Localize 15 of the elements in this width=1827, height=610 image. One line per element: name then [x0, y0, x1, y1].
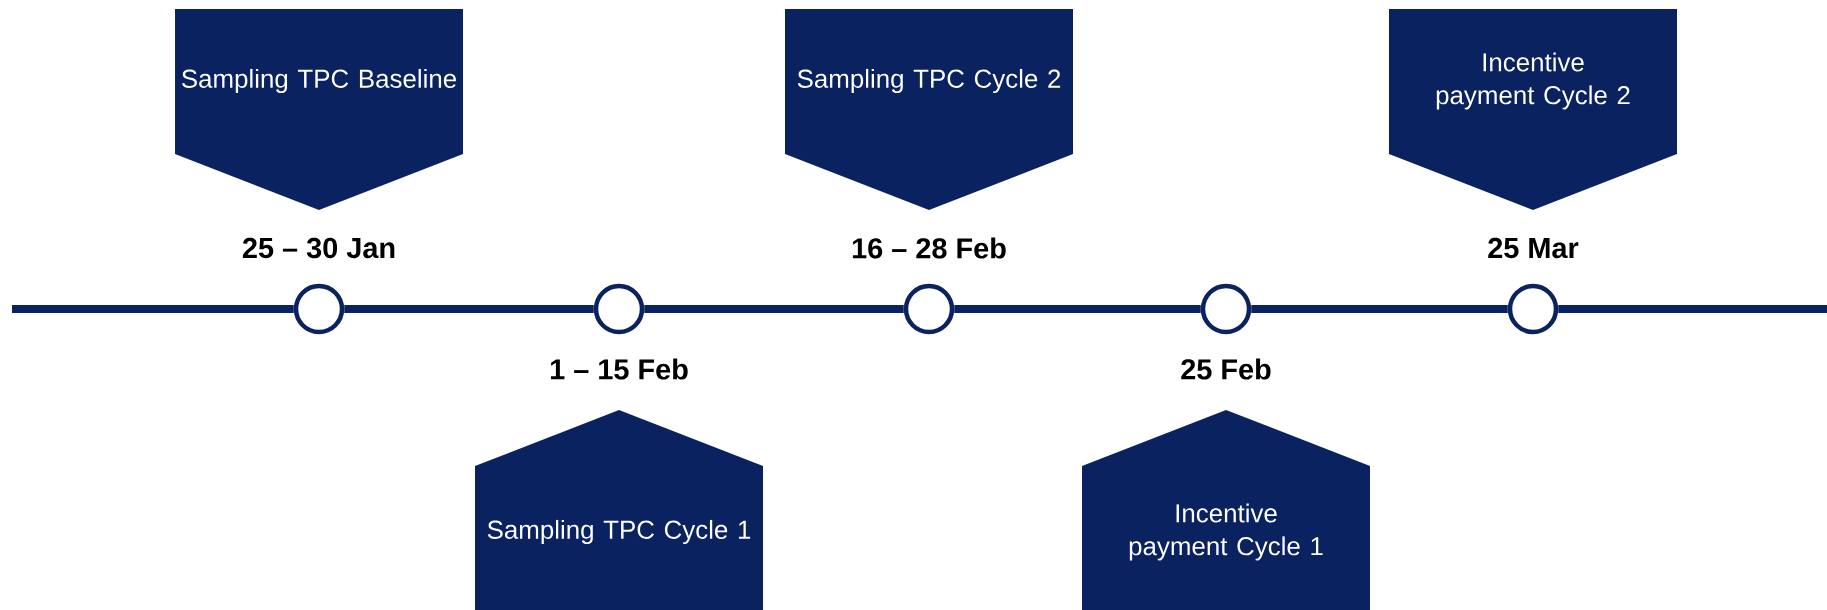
date-label: 1 – 15 Feb — [550, 358, 688, 380]
pentagon-box: Incentive payment Cycle 2 — [1389, 9, 1677, 210]
pentagon-box: Sampling TPC Cycle 2 — [785, 9, 1073, 210]
milestone-circle — [593, 283, 645, 335]
pentagon-box: Sampling TPC Baseline — [175, 9, 463, 210]
pentagon-box: Sampling TPC Cycle 1 — [475, 410, 763, 610]
date-label: 25 – 30 Jan — [242, 237, 395, 259]
date-label: 16 – 28 Feb — [852, 237, 1006, 259]
milestone-circle — [1507, 283, 1559, 335]
date-label: 25 Mar — [1488, 237, 1579, 259]
date-label: 25 Feb — [1181, 358, 1271, 380]
milestone-circle — [293, 283, 345, 335]
milestone-circle — [1200, 283, 1252, 335]
pentagon-box: Incentive payment Cycle 1 — [1082, 410, 1370, 610]
milestone-circle — [903, 283, 955, 335]
